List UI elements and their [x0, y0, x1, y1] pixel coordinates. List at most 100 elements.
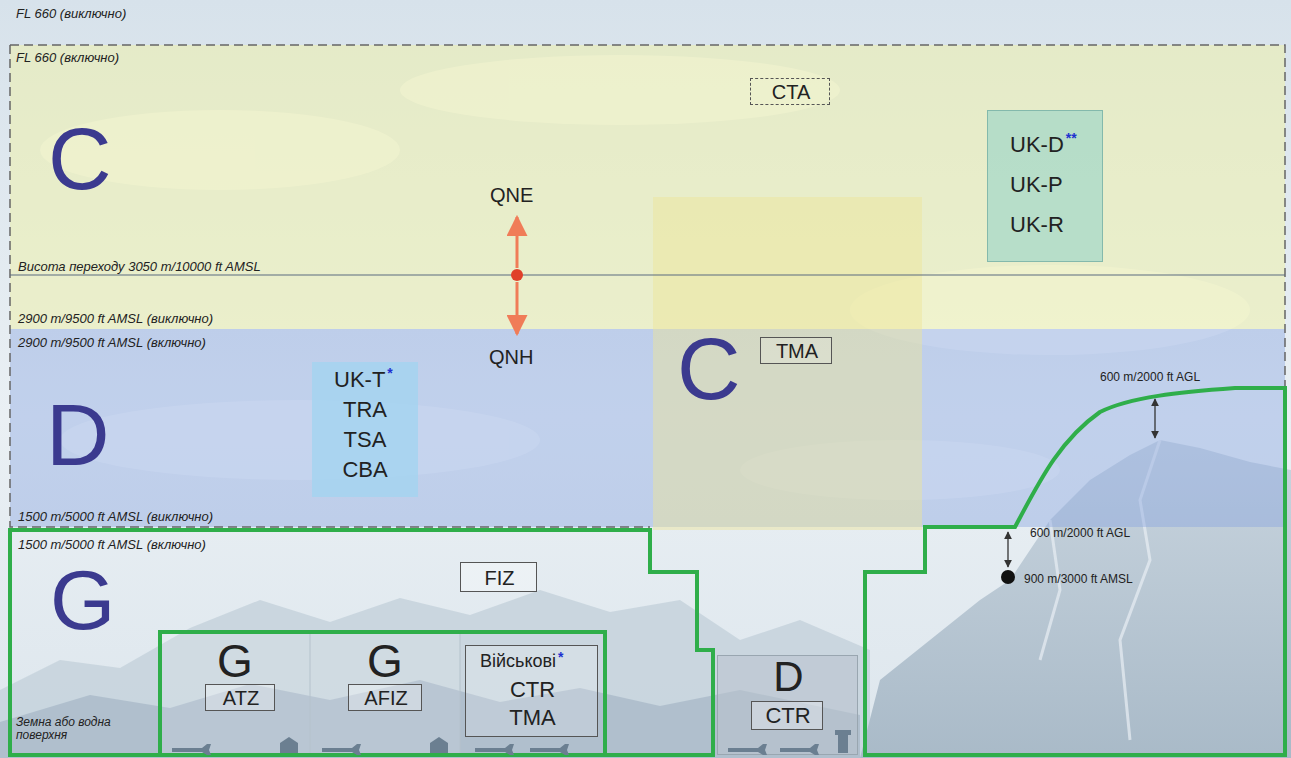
text-holder: FL 660 (включно): [16, 48, 119, 66]
airspace-class-letter: C: [677, 325, 741, 413]
text-holder: G: [367, 638, 403, 684]
text-holder: 2900 m/9500 ft AMSL (виключно): [18, 309, 213, 327]
text-holder: 600 m/2000 ft AGL: [1100, 367, 1200, 385]
text-holder: QNE: [490, 184, 533, 206]
transition-altitude-line: [10, 274, 1285, 275]
altimeter-setting-label: QNE: [490, 184, 533, 206]
area-name: TRA: [343, 398, 387, 422]
text-holder: 900 m/3000 ft AMSL: [1024, 569, 1133, 587]
text-holder: TMA: [776, 340, 818, 362]
class-g-left-outline: [10, 530, 713, 755]
text-holder: UK-T: [334, 368, 385, 392]
hangar-icon: [430, 737, 448, 753]
text-holder: CTR: [510, 678, 555, 702]
area-name: TSA: [344, 428, 387, 452]
text-holder: CTR: [765, 704, 810, 728]
tma-column: TMA C: [653, 197, 922, 530]
airspace-class-letter: G: [50, 558, 115, 642]
fl660-boundary: [10, 45, 1285, 386]
text-holder: **: [1066, 129, 1077, 147]
footnote-mark: *: [387, 366, 392, 381]
airspace-class-letter: C: [48, 115, 112, 203]
aircraft-icon: [530, 744, 569, 755]
dimension-label: 600 m/2000 ft AGL: [1100, 371, 1200, 384]
qnh-arrow: [516, 282, 519, 334]
control-tower-icon: [835, 730, 851, 753]
area-name: UK-P: [1010, 173, 1063, 197]
area-name: UK-T: [334, 368, 385, 392]
airspace-class-letter: D: [46, 391, 110, 479]
altimeter-setting-label: QNH: [489, 346, 533, 368]
aircraft-icon: [322, 744, 361, 755]
area-label-box: CTA: [750, 78, 830, 105]
area-label-box: TMA: [760, 337, 832, 364]
aircraft-icon: [475, 744, 514, 755]
transition-altitude-label: Висота переходу 3050 m/10000 ft AMSL: [18, 260, 261, 274]
area-name: TMA: [776, 340, 818, 362]
agl-dimension-arrow: [1007, 532, 1008, 567]
area-name: CTA: [772, 81, 811, 103]
dimension-label: 900 m/3000 ft AMSL: [1024, 573, 1133, 586]
text-holder: D: [46, 391, 110, 479]
zone-divider: [460, 634, 461, 753]
aerodrome-zone-column: ATZ G: [160, 632, 310, 755]
class-g-outline: [10, 388, 1285, 755]
zone-divider: [310, 634, 311, 753]
airspace-class-band: CTA UK-D** UK-P UK-R C: [10, 45, 1285, 329]
airspace-class-letter: G: [217, 638, 253, 684]
text-holder: 1500 m/5000 ft AMSL (виключно): [18, 507, 213, 525]
altitude-limit-label: FL 660 (включно): [16, 51, 119, 65]
area-name: AFIZ: [364, 687, 407, 709]
airspace-class-letter: G: [367, 638, 403, 684]
terrain-point: [1001, 570, 1015, 584]
area-label-box: CTR: [751, 701, 823, 730]
altitude-limit-label: FL 660 (виключно): [16, 7, 126, 21]
text-holder: 1500 m/5000 ft AMSL (включно): [18, 535, 206, 553]
class-g-right-outline: [865, 388, 1285, 755]
far-mountains: [0, 590, 870, 758]
area-name: FIZ: [485, 567, 515, 589]
airspace-class-letter: D: [773, 656, 803, 698]
agl-dimension-arrow: [1154, 399, 1155, 438]
dimension-label: 600 m/2000 ft AGL: [1030, 527, 1130, 540]
altitude-limit-label: 2900 m/9500 ft AMSL (виключно): [18, 312, 213, 326]
text-holder: QNH: [489, 346, 533, 368]
area-name: CTR: [510, 678, 555, 702]
text-holder: Військові: [480, 652, 556, 672]
text-holder: C: [677, 325, 741, 413]
area-label-box: FIZ: [460, 562, 537, 592]
aircraft-icon: [728, 744, 767, 755]
qne-arrow: [516, 217, 519, 268]
text-holder: FL 660 (виключно): [16, 4, 126, 22]
area-name: UK-D: [1010, 133, 1064, 157]
area-name: ATZ: [223, 687, 259, 709]
text-holder: 2900 m/9500 ft AMSL (включно): [18, 333, 206, 351]
text-holder: ATZ: [223, 687, 259, 709]
altitude-limit-label: 1500 m/5000 ft AMSL (включно): [18, 538, 206, 552]
text-holder: CBA: [342, 458, 387, 482]
aircraft-icon: [780, 744, 819, 755]
text-holder: *: [558, 648, 563, 666]
altitude-limit-label: 2900 m/9500 ft AMSL (включно): [18, 336, 206, 350]
area-label-box: AFIZ: [348, 684, 422, 711]
transition-point: [511, 269, 523, 281]
footnote-mark: *: [558, 650, 563, 665]
area-name: UK-R: [1010, 213, 1064, 237]
aerodrome-icons: [172, 730, 851, 755]
text-holder: D: [773, 656, 803, 698]
text-holder: TRA: [343, 398, 387, 422]
airspace-class-band: UK-T* TRA TSA CBA D: [10, 329, 1285, 527]
aerodrome-zones-outline: [160, 632, 605, 755]
text-holder: TSA: [344, 428, 387, 452]
area-name: TMA: [509, 706, 555, 730]
area-name: CBA: [342, 458, 387, 482]
surface-label: Земна або водна поверхня: [16, 716, 154, 742]
text-holder: Висота переходу 3050 m/10000 ft AMSL: [18, 257, 261, 275]
text-holder: C: [48, 115, 112, 203]
class-d-lower-boundary: [10, 45, 650, 527]
text-holder: *: [387, 364, 392, 382]
text-holder: FIZ: [485, 567, 515, 589]
text-holder: 600 m/2000 ft AGL: [1030, 523, 1130, 541]
